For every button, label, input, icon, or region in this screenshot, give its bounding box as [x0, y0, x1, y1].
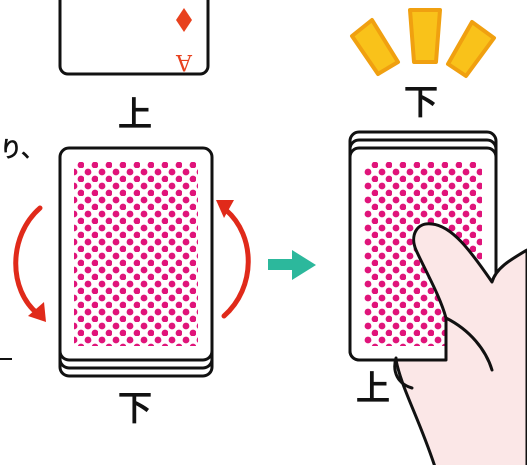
edge-text-fragment: り、 — [0, 138, 44, 163]
label-top-right: 下 — [404, 83, 438, 123]
label-bottom-left: 下 — [118, 389, 152, 429]
rotate-arrows-icon — [13, 200, 251, 322]
right-arrow-icon — [268, 250, 316, 280]
holding-hand — [393, 222, 527, 465]
label-bottom-right: 上 — [356, 369, 390, 409]
left-card-deck — [58, 146, 214, 378]
diamond-suit-icon — [176, 8, 192, 32]
label-top-left: 上 — [118, 95, 152, 135]
ace-card: A — [58, 0, 210, 76]
burst-icon — [350, 8, 496, 78]
ace-rank: A — [175, 49, 193, 74]
edge-dash — [0, 358, 12, 360]
